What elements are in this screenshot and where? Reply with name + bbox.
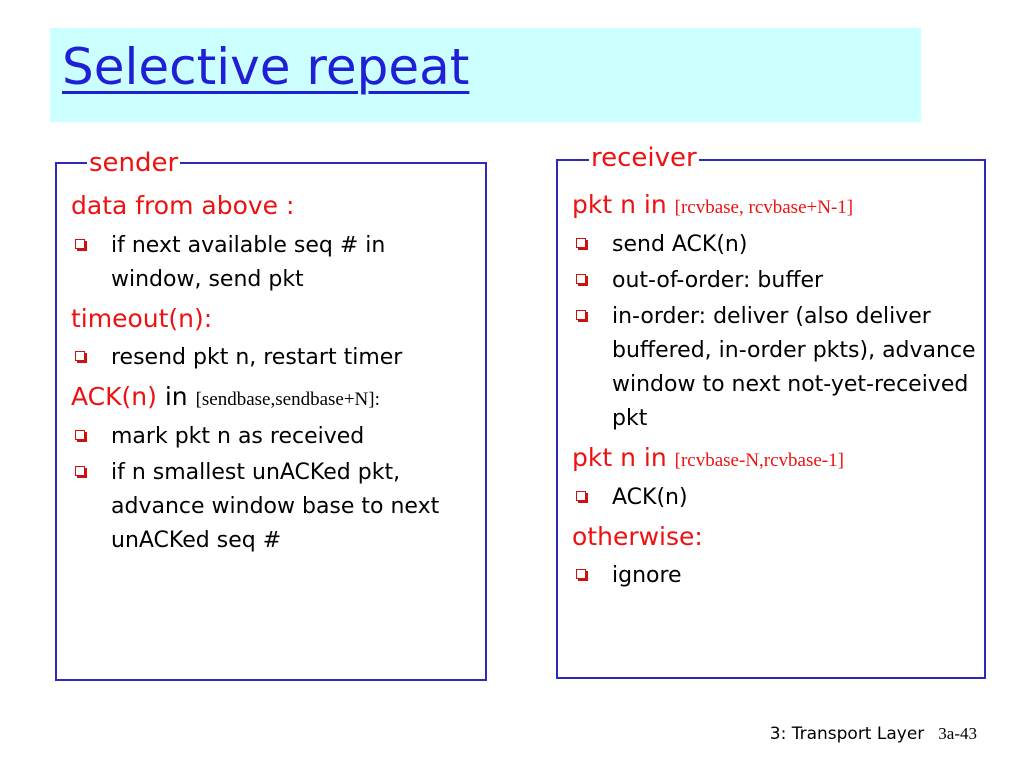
list-item-text: out-of-order: buffer <box>612 267 824 293</box>
slide-title: Selective repeat <box>62 38 470 96</box>
box-bullet-icon <box>576 273 586 284</box>
list-item: if next available seq # in window, send … <box>71 229 479 297</box>
box-bullet-icon <box>75 429 85 440</box>
box-bullet-icon <box>576 569 586 580</box>
list-item: out-of-order: buffer <box>572 264 978 298</box>
list-item-text: if next available seq # in window, send … <box>111 232 386 292</box>
sender-heading-timeout: timeout(n): <box>71 303 213 333</box>
sender-list-timeout: resend pkt n, restart timer <box>71 341 479 375</box>
heading-main: pkt n in <box>572 443 667 473</box>
list-item-text: ignore <box>612 563 682 589</box>
box-bullet-icon <box>75 238 85 249</box>
list-item: mark pkt n as received <box>71 420 479 454</box>
slide-footer: 3: Transport Layer 3a-43 <box>770 724 977 744</box>
sender-content: data from above : if next available seq … <box>71 190 479 564</box>
heading-main: ACK(n) <box>71 382 157 412</box>
receiver-heading-in-window: pkt n in [rcvbase, rcvbase+N-1] <box>572 189 978 222</box>
box-bullet-icon <box>75 351 85 362</box>
box-bullet-icon <box>576 490 586 501</box>
heading-range: [rcvbase-N,rcvbase-1] <box>674 450 844 472</box>
receiver-list-in-window: send ACK(n) out-of-order: buffer in-orde… <box>572 228 978 437</box>
receiver-heading-otherwise: otherwise: <box>572 521 703 551</box>
box-bullet-icon <box>75 465 85 476</box>
sender-panel: sender data from above : if next availab… <box>55 147 487 681</box>
receiver-panel: receiver pkt n in [rcvbase, rcvbase+N-1]… <box>556 142 986 679</box>
sender-heading-data-from-above: data from above : <box>71 191 295 220</box>
box-bullet-icon <box>576 309 586 320</box>
list-item-text: if n smallest unACKed pkt, advance windo… <box>111 459 440 554</box>
sender-heading-ack: ACK(n) in [sendbase,sendbase+N]: <box>71 381 479 414</box>
list-item: ignore <box>572 559 978 593</box>
box-bullet-icon <box>576 237 586 248</box>
list-item-text: ACK(n) <box>612 484 688 510</box>
list-item: send ACK(n) <box>572 228 978 262</box>
list-item: ACK(n) <box>572 481 978 515</box>
sender-list-ack: mark pkt n as received if n smallest unA… <box>71 420 479 558</box>
list-item: if n smallest unACKed pkt, advance windo… <box>71 456 479 558</box>
heading-range: [sendbase,sendbase+N]: <box>195 389 380 411</box>
receiver-content: pkt n in [rcvbase, rcvbase+N-1] send ACK… <box>572 189 978 599</box>
sender-list-data-from-above: if next available seq # in window, send … <box>71 229 479 297</box>
list-item: in-order: deliver (also deliver buffered… <box>572 300 978 436</box>
list-item: resend pkt n, restart timer <box>71 341 479 375</box>
receiver-heading-previous-window: pkt n in [rcvbase-N,rcvbase-1] <box>572 442 978 475</box>
title-background <box>50 28 921 122</box>
receiver-list-otherwise: ignore <box>572 559 978 593</box>
heading-range: [rcvbase, rcvbase+N-1] <box>674 197 854 218</box>
list-item-text: send ACK(n) <box>612 231 748 257</box>
receiver-legend: receiver <box>589 142 699 176</box>
heading-main: pkt n in <box>572 190 667 219</box>
receiver-list-previous-window: ACK(n) <box>572 481 978 515</box>
page-number: 3a-43 <box>938 724 977 743</box>
heading-in-word: in <box>164 382 188 412</box>
footer-chapter: 3: Transport Layer <box>769 724 925 744</box>
list-item-text: in-order: deliver (also deliver buffered… <box>612 303 976 431</box>
sender-legend: sender <box>87 147 181 181</box>
list-item-text: mark pkt n as received <box>111 423 365 449</box>
list-item-text: resend pkt n, restart timer <box>111 345 403 371</box>
